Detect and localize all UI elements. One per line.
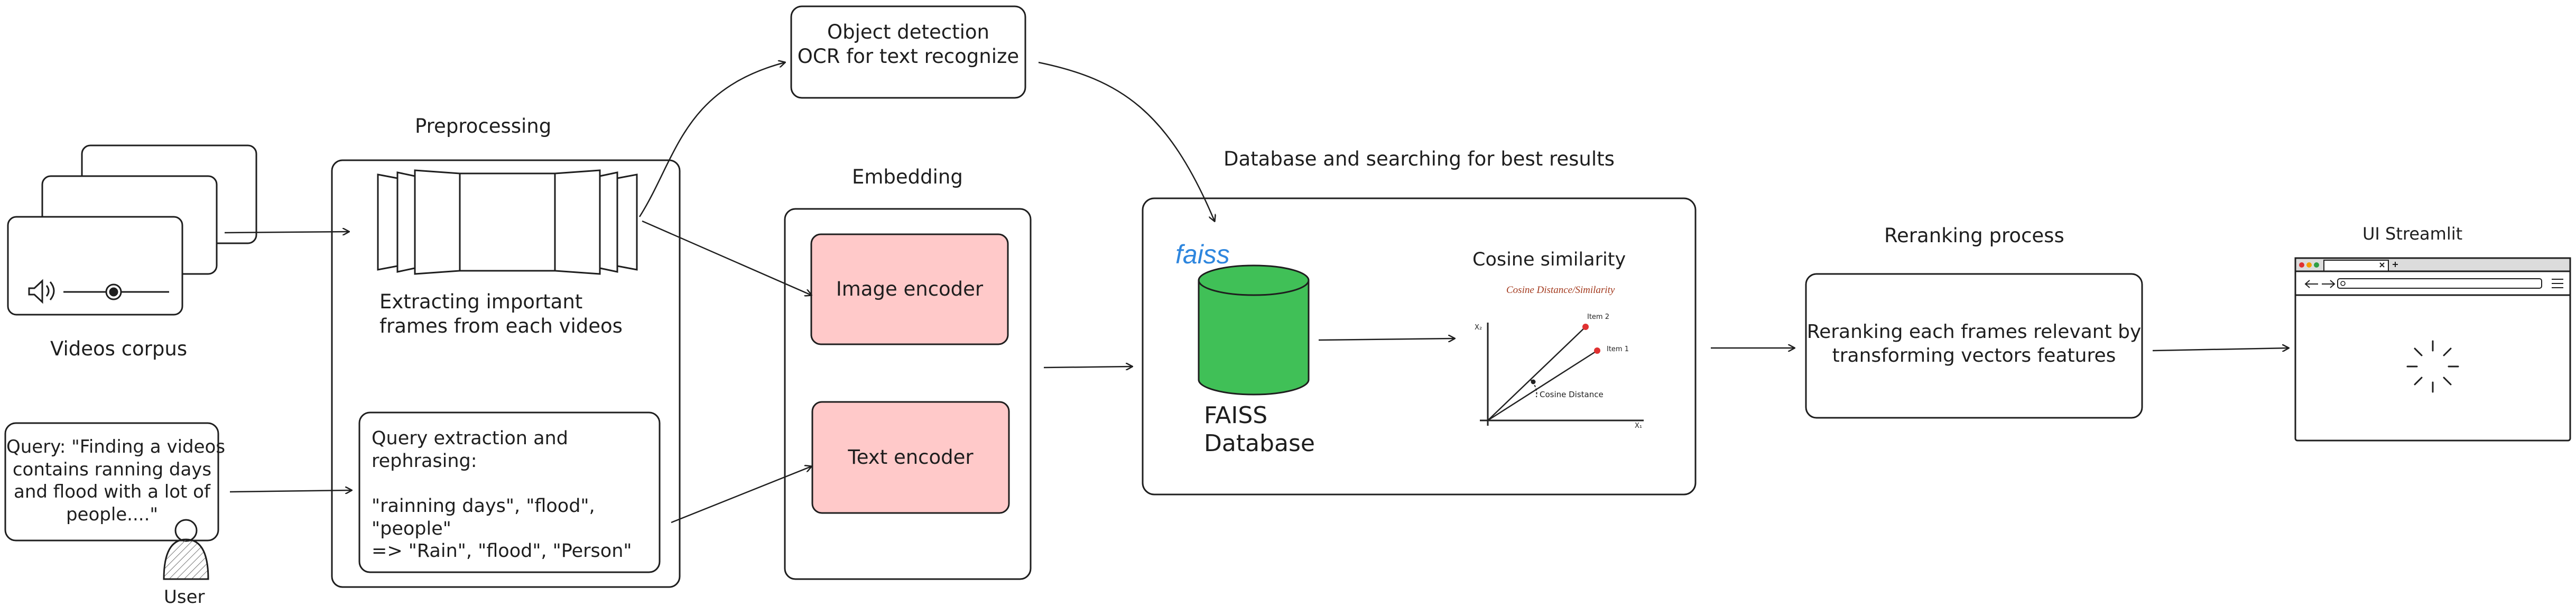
chart-vector-item1	[1487, 350, 1598, 421]
object-detection-box-shape	[790, 5, 1026, 99]
query-extraction-box-shape	[358, 411, 661, 573]
chart-distance-label: Cosine Distance	[1540, 390, 1604, 399]
frames-filmstrip-icon	[377, 169, 638, 275]
arrow-frames-to-image-encoder	[642, 220, 811, 295]
section-title-reranking: Reranking process	[1884, 224, 2064, 247]
arrow-query-to-extraction	[229, 490, 351, 492]
cosine-chart	[1469, 286, 1662, 431]
section-title-embedding: Embedding	[852, 166, 963, 188]
chart-y-axis-label: X₂	[1475, 324, 1482, 332]
section-title-ui: UI Streamlit	[2362, 224, 2463, 244]
section-title-preprocessing: Preprocessing	[415, 115, 552, 138]
arrow-reranking-to-ui	[2152, 348, 2288, 351]
arrow-videos-to-preprocessing	[224, 232, 349, 233]
query-extraction-text: Query extraction and rephrasing: "rainni…	[372, 428, 632, 562]
videos-corpus-icon	[7, 144, 257, 316]
embedding-container	[784, 208, 1032, 580]
section-title-database: Database and searching for best results	[1224, 148, 1615, 170]
reranking-box-shape	[1805, 273, 2143, 419]
loading-spinner-icon	[2406, 340, 2459, 393]
arrow-frames-to-detection	[638, 62, 785, 217]
database-container	[1142, 197, 1697, 496]
chart-title: Cosine Distance/Similarity	[1506, 285, 1615, 296]
chart-item2-label: Item 2	[1587, 313, 1609, 321]
arrow-faiss-to-cosine	[1318, 338, 1454, 340]
arrow-detection-to-database	[1038, 61, 1215, 221]
arrow-query-to-text-encoder	[671, 466, 811, 524]
cosine-similarity-label: Cosine similarity	[1472, 249, 1626, 270]
arrow-embedding-to-database	[1043, 366, 1132, 368]
database-cylinder-icon	[1198, 264, 1310, 396]
preprocessing-container	[331, 159, 681, 588]
chart-item1-label: Item 1	[1607, 345, 1629, 353]
videos-corpus-label: Videos corpus	[50, 337, 188, 360]
query-input-box-shape	[4, 422, 219, 542]
chart-vector-item2	[1487, 326, 1586, 421]
user-icon	[163, 519, 209, 580]
text-encoder-label: Text encoder	[848, 446, 974, 469]
object-detection-label: Object detection OCR for text recognize	[797, 21, 1020, 68]
faiss-database-label: FAISS Database	[1204, 402, 1315, 457]
chart-x-axis-label: X₁	[1635, 422, 1643, 430]
user-label: User	[164, 586, 205, 608]
query-input-text: Query: "Finding a videos contains rannin…	[6, 436, 226, 525]
chart-point-item1	[1594, 347, 1600, 354]
image-encoder-label: Image encoder	[836, 278, 984, 300]
reranking-text: Reranking each frames relevant by transf…	[1806, 321, 2142, 366]
text-encoder-shape	[811, 401, 1010, 514]
chart-point-item2	[1582, 324, 1589, 330]
frames-caption: Extracting important frames from each vi…	[379, 290, 623, 338]
faiss-logo: faiss	[1175, 240, 1230, 269]
